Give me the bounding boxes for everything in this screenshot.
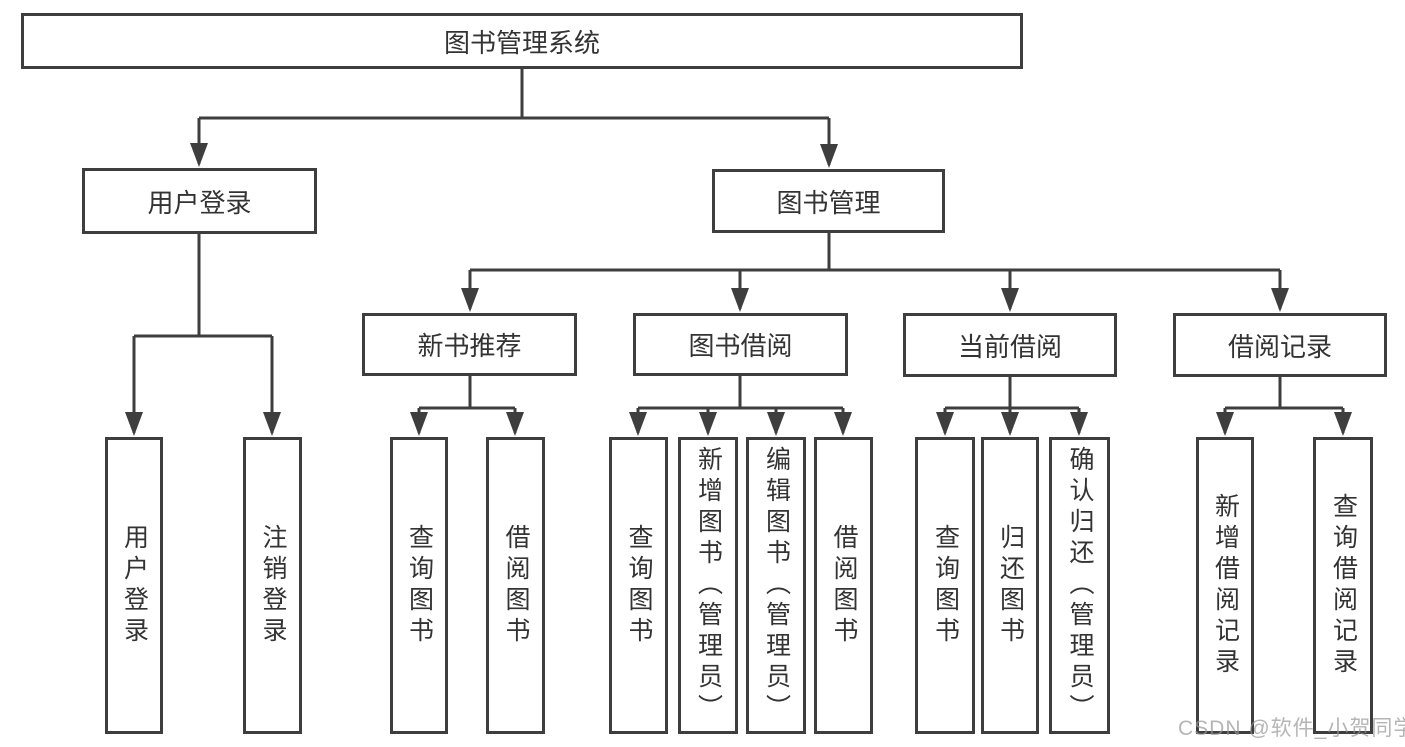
node-current-borrowing: 当前借阅 (903, 313, 1117, 377)
node-new-book-recommend: 新书推荐 (362, 313, 577, 376)
node-label: 当前借阅 (957, 331, 1062, 362)
leaf-query-books: 查询图书 (915, 437, 975, 734)
leaf-return-book: 归还图书 (981, 437, 1039, 734)
node-label: 新增图书（管理员） (694, 446, 723, 725)
csdn-watermark: CSDN @软件_小贺同学 (1178, 717, 1405, 740)
node-label: 借阅记录 (1227, 331, 1332, 362)
node-label: 归还图书 (996, 523, 1025, 648)
node-label: 查询图书 (405, 523, 434, 648)
leaf-borrow-books: 借阅图书 (486, 437, 545, 734)
leaf-edit-book-admin: 编辑图书（管理员） (746, 437, 806, 734)
node-label: 新书推荐 (417, 331, 522, 361)
leaf-query-books: 查询图书 (609, 437, 668, 734)
node-label: 注销登录 (259, 523, 287, 648)
node-label: 确认归还（管理员） (1066, 446, 1094, 725)
node-book-borrowing: 图书借阅 (633, 313, 848, 376)
node-label: 图书管理系统 (443, 27, 600, 58)
leaf-query-borrow-record: 查询借阅记录 (1313, 437, 1373, 734)
node-book-management: 图书管理 (712, 169, 945, 233)
node-root-system: 图书管理系统 (21, 13, 1023, 69)
node-label: 查询图书 (625, 523, 653, 648)
node-label: 编辑图书（管理员） (762, 446, 791, 725)
node-label: 图书管理 (776, 187, 881, 218)
node-label: 查询图书 (931, 523, 960, 648)
leaf-add-book-admin: 新增图书（管理员） (678, 437, 738, 734)
node-label: 借阅图书 (830, 523, 858, 648)
node-label: 图书借阅 (688, 331, 793, 361)
node-label: 查询借阅记录 (1329, 492, 1358, 679)
leaf-user-login: 用户登录 (105, 437, 163, 734)
node-borrow-records: 借阅记录 (1173, 313, 1387, 377)
leaf-query-books: 查询图书 (390, 437, 448, 734)
leaf-add-borrow-record: 新增借阅记录 (1196, 437, 1254, 734)
node-label: 用户登录 (120, 523, 149, 648)
leaf-confirm-return-admin: 确认归还（管理员） (1049, 437, 1110, 734)
node-label: 借阅图书 (502, 523, 530, 648)
leaf-borrow-books: 借阅图书 (814, 437, 873, 734)
node-label: 新增借阅记录 (1211, 492, 1240, 679)
leaf-logout: 注销登录 (243, 437, 302, 734)
node-user-login: 用户登录 (82, 168, 317, 234)
node-label: 用户登录 (147, 187, 252, 218)
